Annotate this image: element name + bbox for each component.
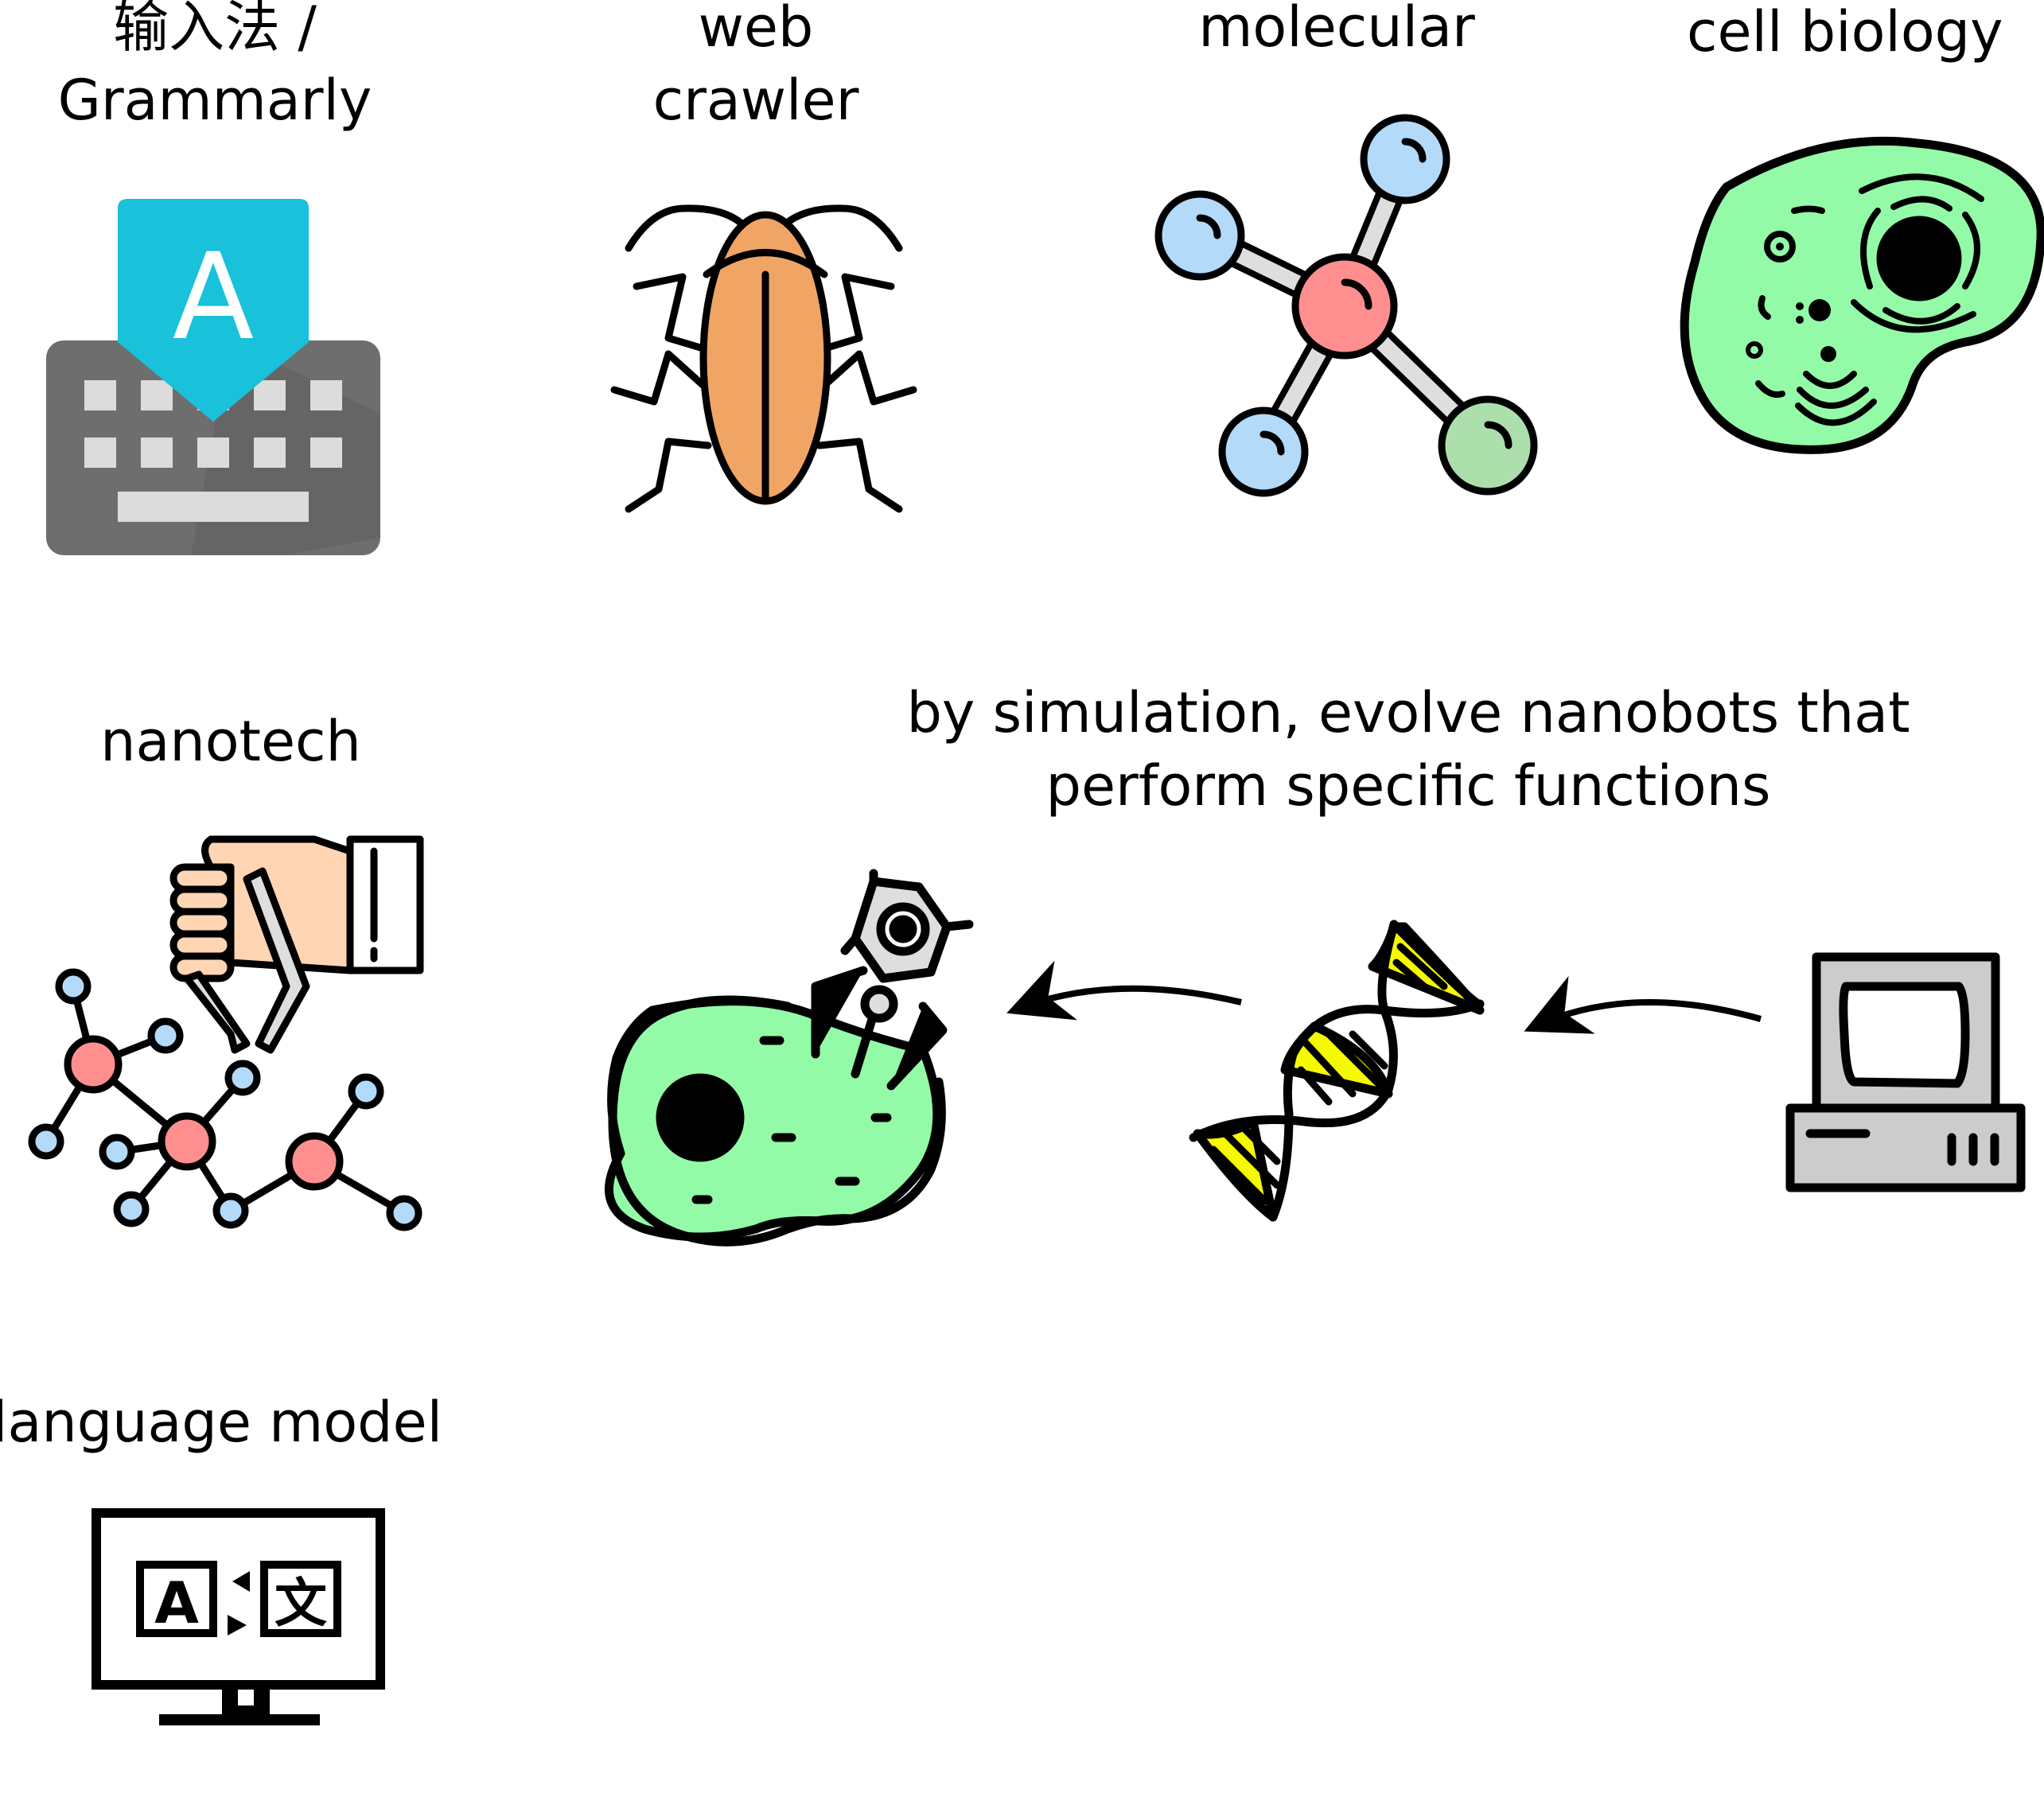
- label-simulation: by simulation, evolve nanobots that perf…: [906, 680, 1910, 819]
- label-web-crawler: web crawler: [652, 0, 859, 133]
- tweezers-molecule-icon: [28, 835, 424, 1231]
- computer-icon: [1785, 952, 2026, 1192]
- keyboard-icon: A: [46, 199, 380, 555]
- cockroach-icon: [610, 204, 917, 513]
- molecule-icon: [1154, 114, 1538, 497]
- translate-monitor-icon: A 文: [91, 1508, 385, 1725]
- arrow-dna-to-nanobot: [1006, 960, 1242, 1021]
- label-ime: 输入法 / Grammarly: [57, 0, 372, 133]
- dna-icon: [1189, 920, 1485, 1222]
- nanobot-on-cell-icon: [605, 869, 974, 1247]
- label-molecular: molecular: [1198, 0, 1475, 60]
- cell-icon: [1680, 136, 2044, 454]
- arrow-computer-to-dna: [1524, 975, 1762, 1034]
- translate-target-glyph: 文: [274, 1573, 327, 1634]
- keyboard-key-letter: A: [173, 228, 255, 367]
- label-language-model: language model: [0, 1390, 443, 1455]
- label-nanotech: nanotech: [100, 709, 361, 774]
- translate-source-glyph: A: [154, 1569, 199, 1636]
- label-cell-biology: cell biology: [1687, 0, 2003, 64]
